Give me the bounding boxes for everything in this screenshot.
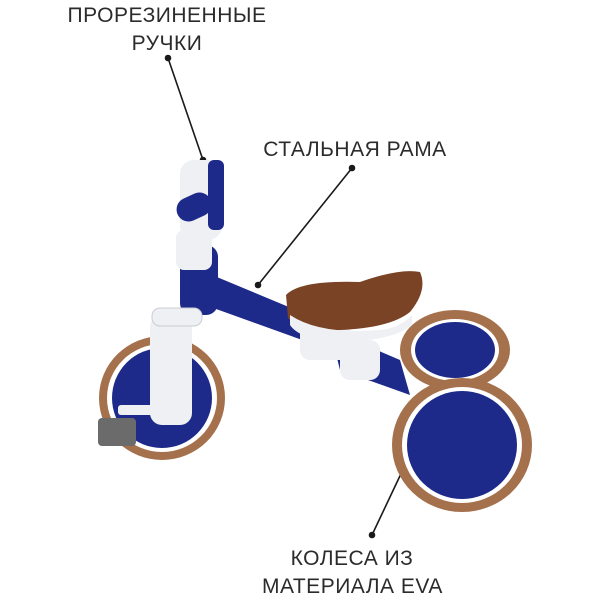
label-rubber-handles: ПРОРЕЗИНЕННЫЕ РУЧКИ (62, 2, 272, 58)
label-eva-wheels: КОЛЕСА ИЗ МАТЕРИАЛА EVA (262, 545, 442, 601)
leader-dot (348, 164, 356, 172)
leader-dot (164, 54, 172, 62)
label-line-1: КОЛЕСА ИЗ (290, 547, 414, 570)
saddle (286, 271, 423, 342)
pedal (98, 405, 158, 446)
rubber-handle (176, 192, 212, 222)
leader-dot (368, 531, 376, 539)
label-line-2: МАТЕРИАЛА EVA (262, 575, 443, 598)
leader-line-frame (257, 167, 353, 286)
label-line-2: РУЧКИ (131, 32, 203, 55)
label-line-1: ПРОРЕЗИНЕННЫЕ (67, 4, 267, 27)
rear-wheel-near (392, 378, 532, 512)
leader-dot (254, 281, 262, 289)
rear-wheel-far (400, 310, 510, 390)
leader-line-handles (167, 57, 204, 161)
label-steel-frame: СТАЛЬНАЯ РАМА (255, 136, 455, 164)
label-line-1: СТАЛЬНАЯ РАМА (263, 138, 447, 161)
